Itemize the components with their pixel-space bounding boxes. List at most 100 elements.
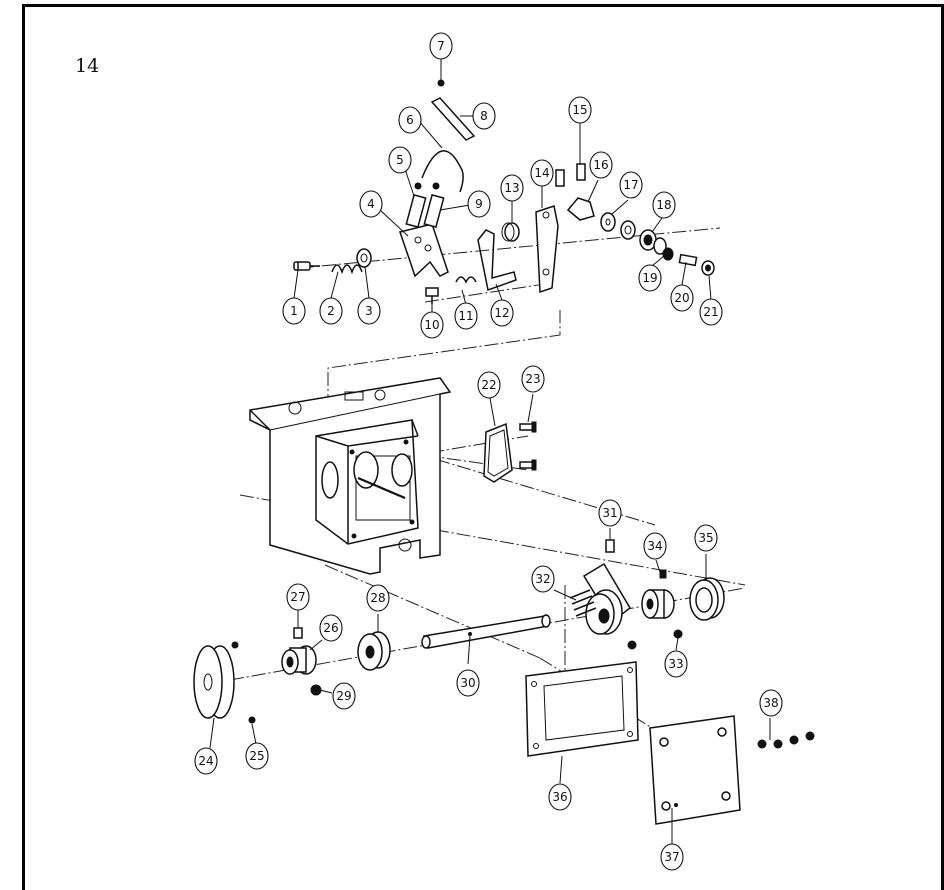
callout-28: 28 [366, 584, 390, 612]
callout-38: 38 [759, 689, 783, 717]
plate-part-37 [649, 715, 741, 825]
screw-part-7 [437, 79, 445, 87]
callout-4: 4 [359, 190, 383, 218]
callout-circle [472, 102, 496, 130]
setscrew-part-27 [293, 627, 303, 639]
callout-8: 8 [472, 102, 496, 130]
callout-label: 3 [365, 304, 373, 318]
callout-label: 28 [370, 591, 385, 605]
callout-31: 31 [598, 499, 622, 527]
callout-circle [194, 747, 218, 775]
collar-part-28 [357, 631, 391, 671]
callout-label: 19 [642, 271, 657, 285]
callout-1: 1 [282, 297, 306, 325]
callout-10: 10 [420, 311, 444, 339]
callout-circle [429, 32, 453, 60]
lever-part-12 [477, 229, 517, 291]
callout-circle [319, 297, 343, 325]
callout-circle [694, 524, 718, 552]
callout-23: 23 [521, 365, 545, 393]
nut-part-19 [662, 247, 674, 261]
plate-part-4 [399, 223, 449, 278]
collar-part-3 [356, 248, 372, 268]
cover-part-22 [483, 422, 513, 483]
washer-part-17 [600, 212, 636, 240]
callout-label: 1 [290, 304, 298, 318]
callout-12: 12 [490, 299, 514, 327]
callout-label: 38 [763, 696, 778, 710]
callout-label: 24 [198, 754, 213, 768]
callout-label: 29 [336, 689, 351, 703]
callout-37: 37 [660, 843, 684, 871]
callout-label: 32 [535, 572, 550, 586]
callout-circle [359, 190, 383, 218]
callout-5: 5 [388, 146, 412, 174]
callout-circle [454, 302, 478, 330]
callout-circle [420, 311, 444, 339]
callout-label: 4 [367, 197, 375, 211]
callout-label: 22 [481, 378, 496, 392]
callout-label: 37 [664, 850, 679, 864]
callout-circle [548, 783, 572, 811]
callout-circle [357, 297, 381, 325]
callout-15: 15 [568, 96, 592, 124]
callout-9: 9 [467, 190, 491, 218]
block-part-5 [405, 182, 427, 228]
callout-label: 17 [623, 178, 638, 192]
block-part-9 [423, 182, 445, 228]
pin-part-20 [678, 253, 698, 267]
screw-part-25 [248, 716, 256, 724]
callout-label: 13 [504, 181, 519, 195]
leader-lines [209, 56, 771, 844]
callout-24: 24 [194, 747, 218, 775]
callout-label: 11 [458, 309, 473, 323]
callout-label: 36 [552, 790, 567, 804]
callout-16: 16 [589, 151, 613, 179]
callout-label: 6 [406, 113, 414, 127]
callout-7: 7 [429, 32, 453, 60]
nut-part-33 [673, 629, 683, 639]
callout-circle [598, 499, 622, 527]
callout-11: 11 [454, 302, 478, 330]
callout-label: 25 [249, 749, 264, 763]
callout-label: 23 [525, 372, 540, 386]
wire-part-6 [421, 150, 464, 193]
callout-circle [477, 371, 501, 399]
callout-26: 26 [319, 614, 343, 642]
screw-part-1 [293, 261, 320, 271]
page-frame [22, 4, 944, 890]
callout-30: 30 [456, 669, 480, 697]
callout-35: 35 [694, 524, 718, 552]
callout-19: 19 [638, 264, 662, 292]
callout-29: 29 [332, 682, 356, 710]
callout-circle [282, 297, 306, 325]
page-number: 14 [75, 55, 100, 77]
cam-gear-part-32 [569, 562, 631, 635]
callout-20: 20 [670, 284, 694, 312]
spring-part-2 [331, 264, 363, 275]
spring-part-11 [455, 276, 477, 284]
callout-34: 34 [643, 532, 667, 560]
callout-label: 15 [572, 103, 587, 117]
callout-label: 33 [668, 657, 683, 671]
callout-label: 8 [480, 109, 488, 123]
upper-assembly-parts [293, 79, 715, 304]
gasket-part-36 [525, 661, 639, 757]
nut-part-32b [627, 640, 637, 650]
callout-36: 36 [548, 783, 572, 811]
callout-label: 20 [674, 291, 689, 305]
callout-circle [759, 689, 783, 717]
bearing-part-35 [689, 577, 725, 621]
callout-circle [467, 190, 491, 218]
callout-circle [664, 650, 688, 678]
callout-circle [643, 532, 667, 560]
callout-22: 22 [477, 371, 501, 399]
arm-part-14 [535, 205, 559, 294]
callout-circle [319, 614, 343, 642]
bracket-part-16 [566, 197, 595, 221]
callout-14: 14 [530, 159, 554, 187]
callout-21: 21 [699, 298, 723, 326]
callout-label: 10 [424, 318, 439, 332]
screws-part-23 [519, 421, 537, 471]
callout-circle [366, 584, 390, 612]
